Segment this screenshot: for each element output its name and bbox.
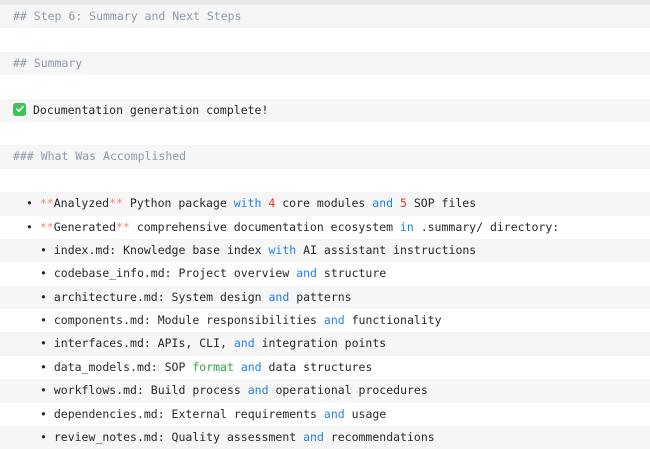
blank-line — [0, 121, 650, 146]
line-content: Documentation generation complete! — [13, 102, 269, 117]
token: ** — [39, 196, 54, 211]
token: AI assistant instructions — [296, 242, 477, 257]
token: index.md: Knowledge base index — [53, 242, 269, 257]
token: dependencies.md: External requirements — [53, 406, 324, 421]
section-heading: ### What Was Accomplished — [0, 145, 650, 169]
token: Documentation generation complete! — [33, 102, 269, 117]
token: codebase_info.md: Project overview — [53, 266, 297, 281]
token: and — [296, 266, 317, 281]
list-item: • **Analyzed** Python package with 4 cor… — [0, 192, 650, 216]
token: and — [240, 359, 262, 374]
bullet-marker: • — [40, 313, 54, 328]
line-content: • index.md: Knowledge base index with AI… — [13, 243, 476, 257]
token: data structures — [261, 359, 373, 374]
line-content: ## Summary — [13, 56, 82, 70]
token: data_models.md: SOP — [53, 359, 193, 374]
bullet-marker: • — [40, 406, 54, 421]
token: integration points — [254, 336, 387, 351]
bullet-marker: • — [40, 242, 54, 257]
token: core modules — [275, 196, 373, 211]
status-line: Documentation generation complete! — [0, 98, 650, 122]
blank-line — [0, 168, 650, 193]
list-item: • index.md: Knowledge base index with AI… — [0, 238, 650, 263]
line-content: • review_notes.md: Quality assessment an… — [13, 430, 435, 444]
token: ## Step 6: Summary and Next Steps — [13, 9, 242, 23]
token: .summary/ directory: — [413, 219, 560, 234]
section-heading: ## Summary — [0, 51, 650, 76]
list-item: • codebase_info.md: Project overview and… — [0, 262, 650, 286]
token: ** — [109, 196, 123, 211]
line-content: • **Generated** comprehensive documentat… — [13, 220, 559, 234]
token: operational procedures — [268, 383, 428, 398]
list-item: • review_notes.md: Quality assessment an… — [0, 426, 650, 449]
line-content: • dependencies.md: External requirements… — [13, 407, 386, 421]
section-heading: ## Step 6: Summary and Next Steps — [0, 5, 650, 29]
token: Analyzed — [53, 196, 110, 211]
token: architecture.md: System design — [53, 289, 269, 304]
token: with — [233, 196, 262, 211]
token: structure — [316, 266, 387, 281]
token: and — [323, 406, 345, 421]
line-content: • **Analyzed** Python package with 4 cor… — [13, 196, 476, 210]
bullet-marker: • — [26, 219, 40, 234]
line-content: • codebase_info.md: Project overview and… — [13, 266, 386, 280]
line-content: ### What Was Accomplished — [13, 149, 186, 163]
line-content: • interfaces.md: APIs, CLI, and integrat… — [13, 336, 386, 350]
token: usage — [344, 406, 387, 421]
bullet-marker: • — [40, 359, 54, 374]
token: recommendations — [323, 430, 435, 445]
token: ** — [116, 219, 130, 234]
token: functionality — [344, 313, 442, 328]
token: ### What Was Accomplished — [13, 149, 187, 164]
check-mark-icon — [13, 102, 26, 116]
line-content: • data_models.md: SOP format and data st… — [13, 360, 372, 374]
token: SOP files — [406, 196, 477, 211]
blank-line — [0, 75, 650, 99]
token: Python package — [122, 196, 234, 211]
list-item: • dependencies.md: External requirements… — [0, 402, 650, 427]
token: ** — [39, 219, 54, 234]
token: workflows.md: Build process — [53, 383, 248, 398]
list-item: • workflows.md: Build process and operat… — [0, 379, 650, 403]
list-item: • interfaces.md: APIs, CLI, and integrat… — [0, 332, 650, 356]
line-content: ## Step 6: Summary and Next Steps — [13, 9, 241, 23]
bullet-marker: • — [40, 289, 54, 304]
token: and — [372, 196, 394, 211]
token — [234, 360, 241, 374]
token: review_notes.md: Quality assessment — [53, 430, 304, 445]
token: components.md: Module responsibilities — [53, 313, 324, 328]
token: comprehensive documentation ecosystem — [129, 219, 400, 234]
list-item: • data_models.md: SOP format and data st… — [0, 355, 650, 380]
line-content: • components.md: Module responsibilities… — [13, 313, 442, 327]
token: in — [399, 219, 414, 234]
token: and — [268, 289, 290, 304]
list-item: • architecture.md: System design and pat… — [0, 285, 650, 310]
bullet-marker: • — [40, 383, 54, 398]
bullet-marker: • — [40, 266, 54, 281]
bullet-marker: • — [40, 336, 54, 351]
line-content: • workflows.md: Build process and operat… — [13, 383, 428, 397]
token — [393, 196, 400, 210]
token: ## Summary — [13, 55, 83, 70]
scrolled-line-edge — [0, 0, 650, 5]
bullet-marker: • — [40, 430, 54, 445]
token: and — [247, 383, 269, 398]
line-content: • architecture.md: System design and pat… — [13, 290, 352, 304]
token: and — [323, 313, 345, 328]
token: format — [192, 359, 234, 374]
blank-line — [0, 28, 650, 52]
token: 5 — [399, 196, 407, 211]
token: and — [303, 430, 324, 445]
list-item: • components.md: Module responsibilities… — [0, 309, 650, 333]
bullet-marker: • — [26, 196, 40, 211]
list-item: • **Generated** comprehensive documentat… — [0, 215, 650, 239]
token: and — [233, 336, 255, 351]
token: with — [268, 242, 297, 257]
token: Generated — [53, 219, 117, 234]
token: patterns — [289, 289, 352, 304]
token: 4 — [268, 196, 276, 211]
token: interfaces.md: APIs, CLI, — [53, 336, 234, 351]
output-line-list: ## Step 6: Summary and Next Steps ## Summ… — [0, 5, 650, 449]
